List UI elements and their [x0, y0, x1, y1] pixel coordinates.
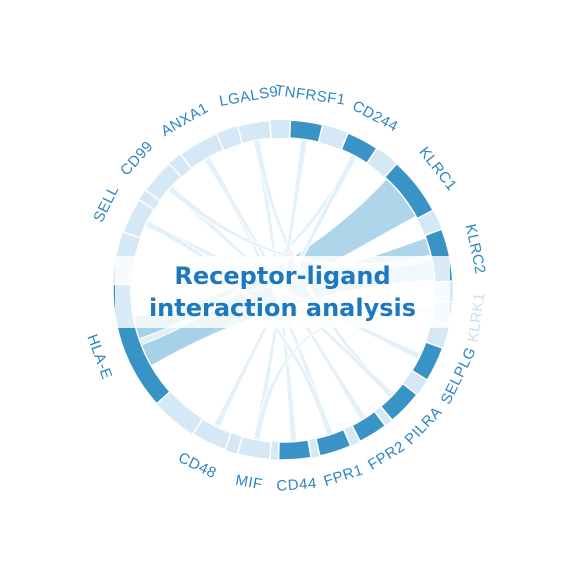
gene-label-klrc1: KLRC1: [416, 144, 461, 195]
gene-label-cd48: CD48: [175, 449, 219, 482]
gene-label-sell: SELL: [90, 183, 122, 225]
arc-lgals9: [236, 119, 272, 145]
arc-cd44: [277, 439, 312, 461]
arc-cd48: [191, 417, 232, 451]
gene-label-fpr2: FPR2: [365, 438, 408, 474]
arc-tnfrsf1: [288, 119, 324, 144]
gene-label-klrc2: KLRC2: [462, 222, 489, 275]
gene-label-fpr1: FPR1: [322, 462, 366, 491]
gene-label-cd244: CD244: [350, 97, 401, 135]
gene-label-anxa1: ANXA1: [158, 100, 211, 141]
arc-fpr2: [350, 410, 387, 443]
gene-label-hla-e: HLA-E: [83, 332, 115, 382]
gene-label-cd44: CD44: [276, 475, 317, 495]
arc-klrc1: [383, 162, 435, 220]
arc-cd99: [144, 162, 183, 202]
gene-label-pilra: PILRA: [402, 403, 446, 448]
arc-mif: [236, 435, 272, 461]
arc-cd244: [340, 131, 378, 165]
gene-label-mif: MIF: [234, 472, 264, 493]
arc-anxa1: [179, 132, 225, 170]
arc-fpr1: [315, 428, 352, 457]
arc-selplg: [410, 341, 444, 382]
title-band: Receptor-ligand interaction analysis: [115, 256, 450, 328]
gene-label-cd99: CD99: [117, 138, 157, 179]
arc-pilra: [379, 382, 419, 422]
gene-label-lgals9: LGALS9: [218, 83, 280, 110]
diagram-title: Receptor-ligand interaction analysis: [148, 262, 417, 322]
gene-label-selplg: SELPLG: [438, 344, 480, 407]
gene-label-klrk1: KLRK1: [465, 291, 489, 343]
arc-sell: [122, 198, 156, 239]
gene-label-tnfrsf1: TNFRSF1: [274, 82, 347, 109]
